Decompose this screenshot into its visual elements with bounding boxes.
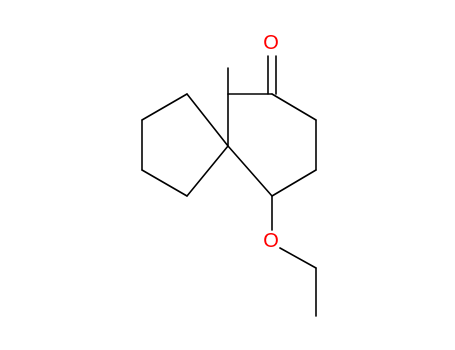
carbonyl-oxygen-atom: O <box>263 32 279 54</box>
carbonyl-oxygen-label: O <box>263 32 279 54</box>
bond-c7-c8 <box>141 169 188 197</box>
bond-c8-c8a <box>186 145 229 197</box>
ether-oxygen-label: O <box>263 230 279 252</box>
bond-o-ch2 <box>279 247 317 269</box>
bond-c4a-c5 <box>186 93 229 147</box>
bond-c5-c6 <box>141 93 188 121</box>
bond-c3-c4 <box>271 169 317 197</box>
bond-c4-c4a <box>227 145 273 197</box>
ether-oxygen-atom: O <box>263 230 279 252</box>
bond-c1-c2 <box>271 93 317 121</box>
